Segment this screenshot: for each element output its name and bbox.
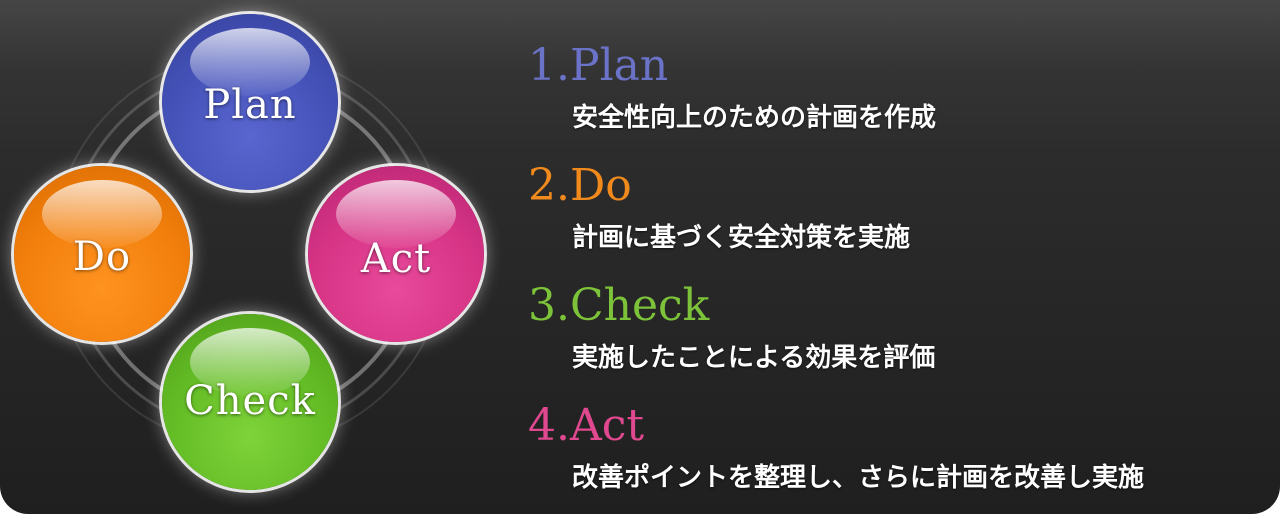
check-node: Check (162, 314, 338, 490)
act-node: Act (308, 166, 484, 342)
step-act-title: 4.Act (528, 400, 645, 451)
step-do-title: 2.Do (528, 160, 632, 211)
step-plan-title: 1.Plan (528, 40, 669, 91)
step-act-description: 改善ポイントを整理し、さらに計画を改善し実施 (572, 463, 1145, 493)
act-node-label: Act (360, 236, 432, 282)
pdca-cycle-diagram: Plan Do Act Check (0, 0, 500, 514)
step-check: 3.Check 実施したことによる効果を評価 (528, 280, 935, 373)
step-act: 4.Act 改善ポイントを整理し、さらに計画を改善し実施 (528, 400, 1144, 493)
plan-node: Plan (162, 14, 338, 190)
plan-node-label: Plan (203, 82, 297, 128)
step-plan: 1.Plan 安全性向上のための計画を作成 (528, 40, 936, 133)
do-node-label: Do (72, 234, 132, 280)
step-check-description: 実施したことによる効果を評価 (572, 343, 936, 373)
do-node: Do (14, 166, 190, 342)
step-plan-description: 安全性向上のための計画を作成 (572, 103, 937, 133)
step-do: 2.Do 計画に基づく安全対策を実施 (528, 160, 910, 253)
step-check-title: 3.Check (528, 280, 710, 331)
check-node-label: Check (184, 378, 316, 424)
step-do-description: 計画に基づく安全対策を実施 (572, 223, 911, 253)
